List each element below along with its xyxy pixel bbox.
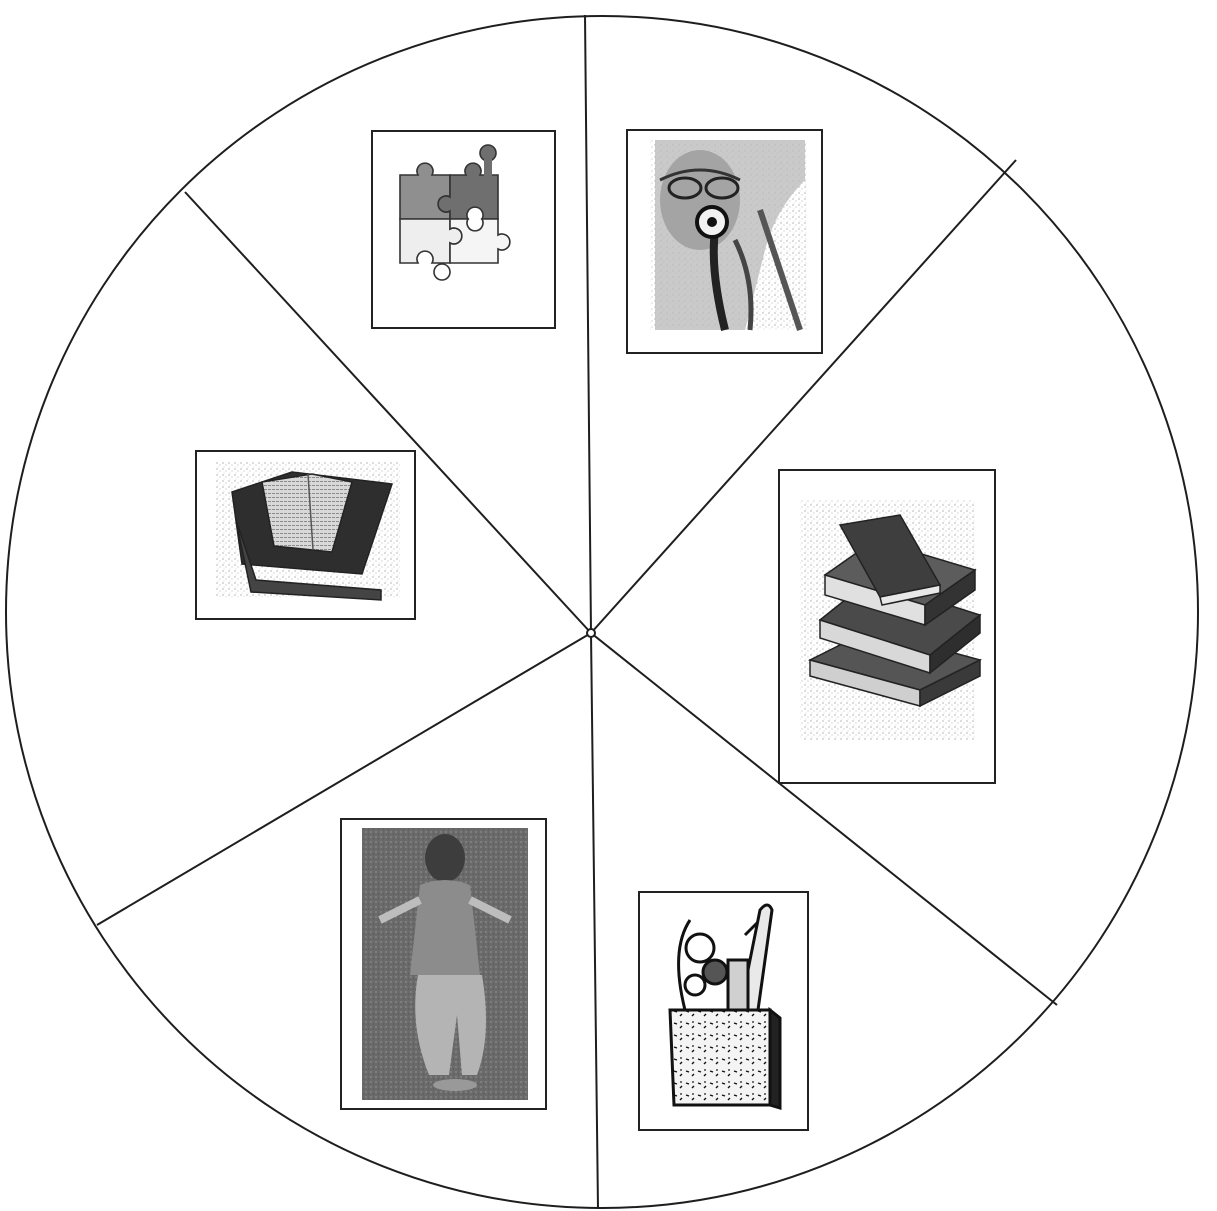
wheel-outline [6,16,1198,1208]
doctor-with-stethoscope-icon [650,140,807,330]
card-right [779,470,995,783]
card-bottom-right [639,892,808,1130]
card-bottom-left [341,819,546,1109]
divider-bottom [591,633,598,1209]
standing-person-icon [362,828,528,1100]
card-top-right [627,130,822,353]
wheel-center [587,629,595,637]
divider-top [585,15,591,633]
open-book-icon [215,462,400,600]
card-top-left [372,131,555,328]
card-left [196,451,415,619]
stack-of-books-icon [800,500,980,740]
